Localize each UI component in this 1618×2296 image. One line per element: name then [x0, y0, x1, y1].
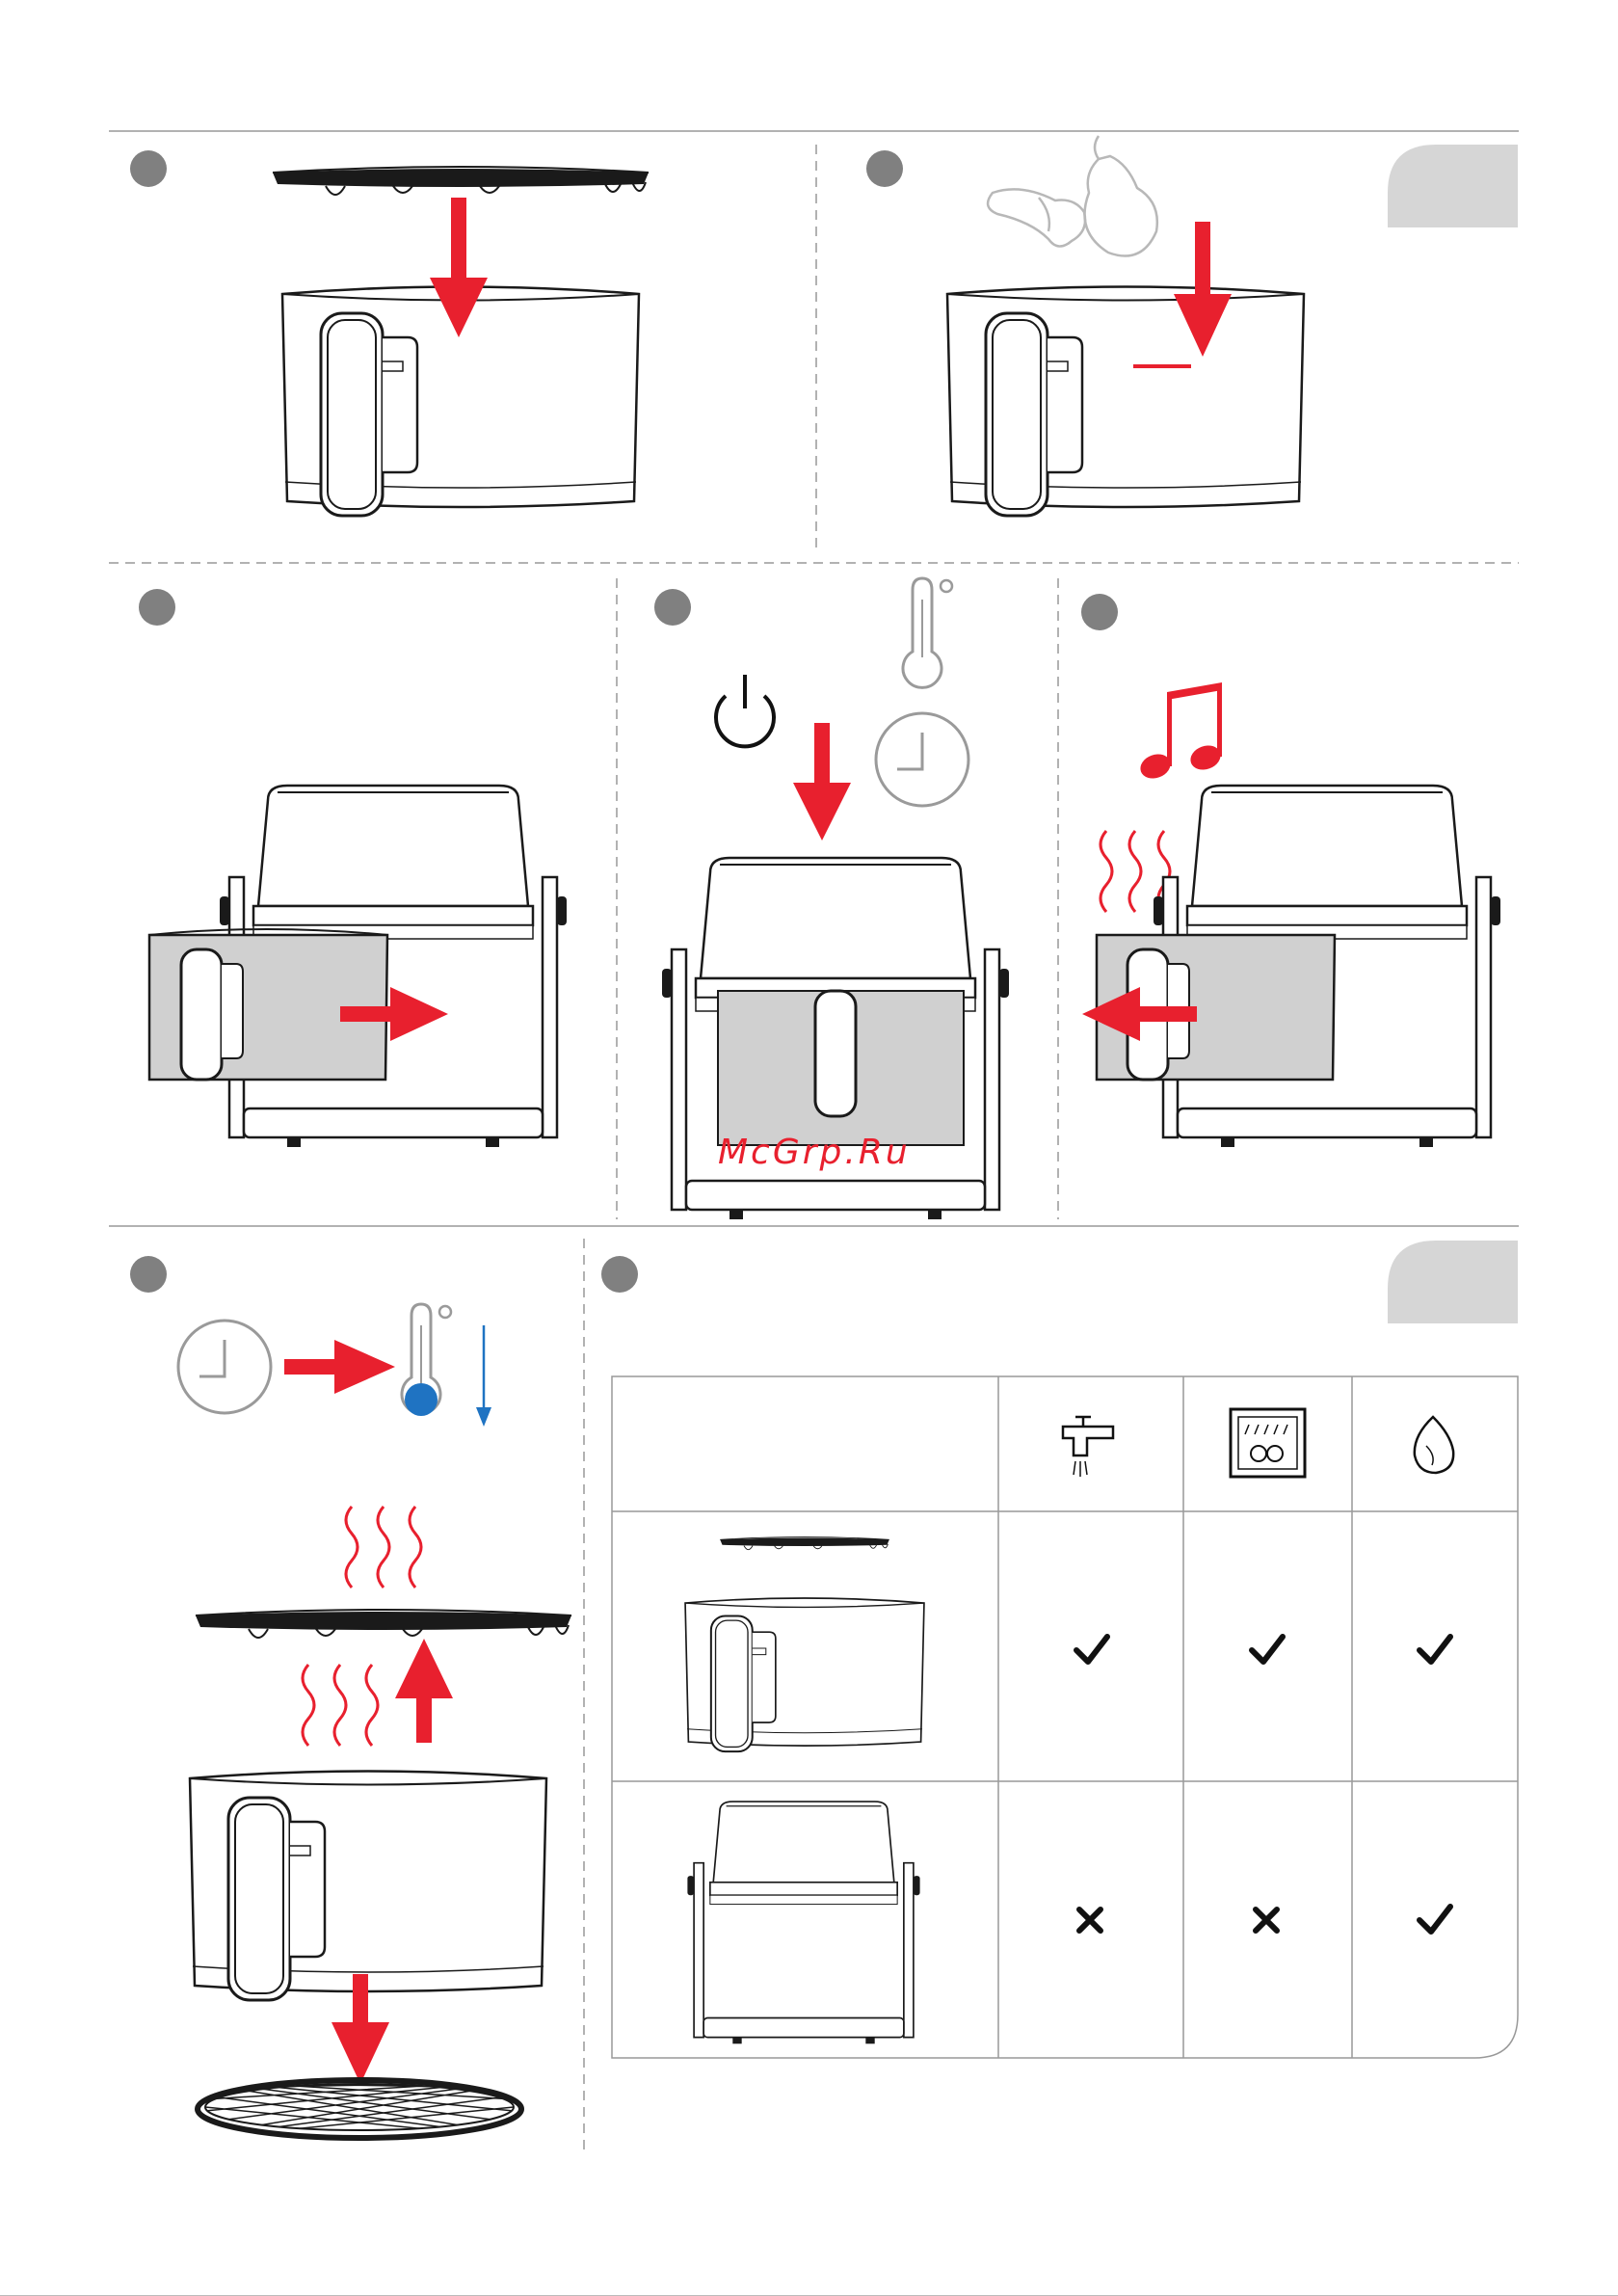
food-icon: [988, 136, 1157, 256]
step-marker-2: [866, 150, 903, 187]
thermometer-cool-icon: [402, 1304, 451, 1416]
watermark: McGrp.Ru: [718, 1133, 911, 1172]
grill-plate: [273, 167, 649, 195]
step3-illustration: [149, 786, 567, 1147]
step-marker-1: [130, 150, 167, 187]
power-icon: [716, 675, 774, 746]
step6-illustration: [178, 1304, 571, 2138]
step-marker-5: [1081, 594, 1118, 630]
right-arrow-icon: [284, 1340, 395, 1394]
up-arrow-icon: [395, 1639, 453, 1743]
step2-illustration: [947, 136, 1304, 516]
cleaning-table: [612, 1376, 1518, 2058]
step-marker-7: [601, 1256, 638, 1293]
page-tab-bottom: [1388, 1241, 1518, 1323]
basket-handle: [815, 991, 856, 1116]
step-marker-4: [654, 589, 691, 626]
step5-illustration: [1082, 682, 1500, 1147]
step4-illustration: [662, 578, 1009, 1219]
basket: [947, 287, 1304, 517]
grill-mesh: [198, 2080, 521, 2138]
step1-illustration: [273, 167, 649, 516]
grill-plate: [196, 1610, 571, 1638]
down-arrow-icon: [793, 723, 851, 841]
step-marker-6: [130, 1256, 167, 1293]
down-arrow-icon: [476, 1325, 491, 1427]
dishwasher-icon: [1231, 1409, 1305, 1477]
music-note-icon: [1137, 682, 1224, 783]
thermometer-icon: [903, 578, 952, 687]
step-marker-3: [139, 589, 175, 626]
clock-icon: [876, 713, 968, 806]
page-tab-top: [1388, 145, 1518, 227]
clock-icon: [178, 1321, 271, 1413]
basket-out: [149, 929, 387, 1080]
basket: [685, 1598, 924, 1751]
basket: [190, 1772, 546, 2001]
